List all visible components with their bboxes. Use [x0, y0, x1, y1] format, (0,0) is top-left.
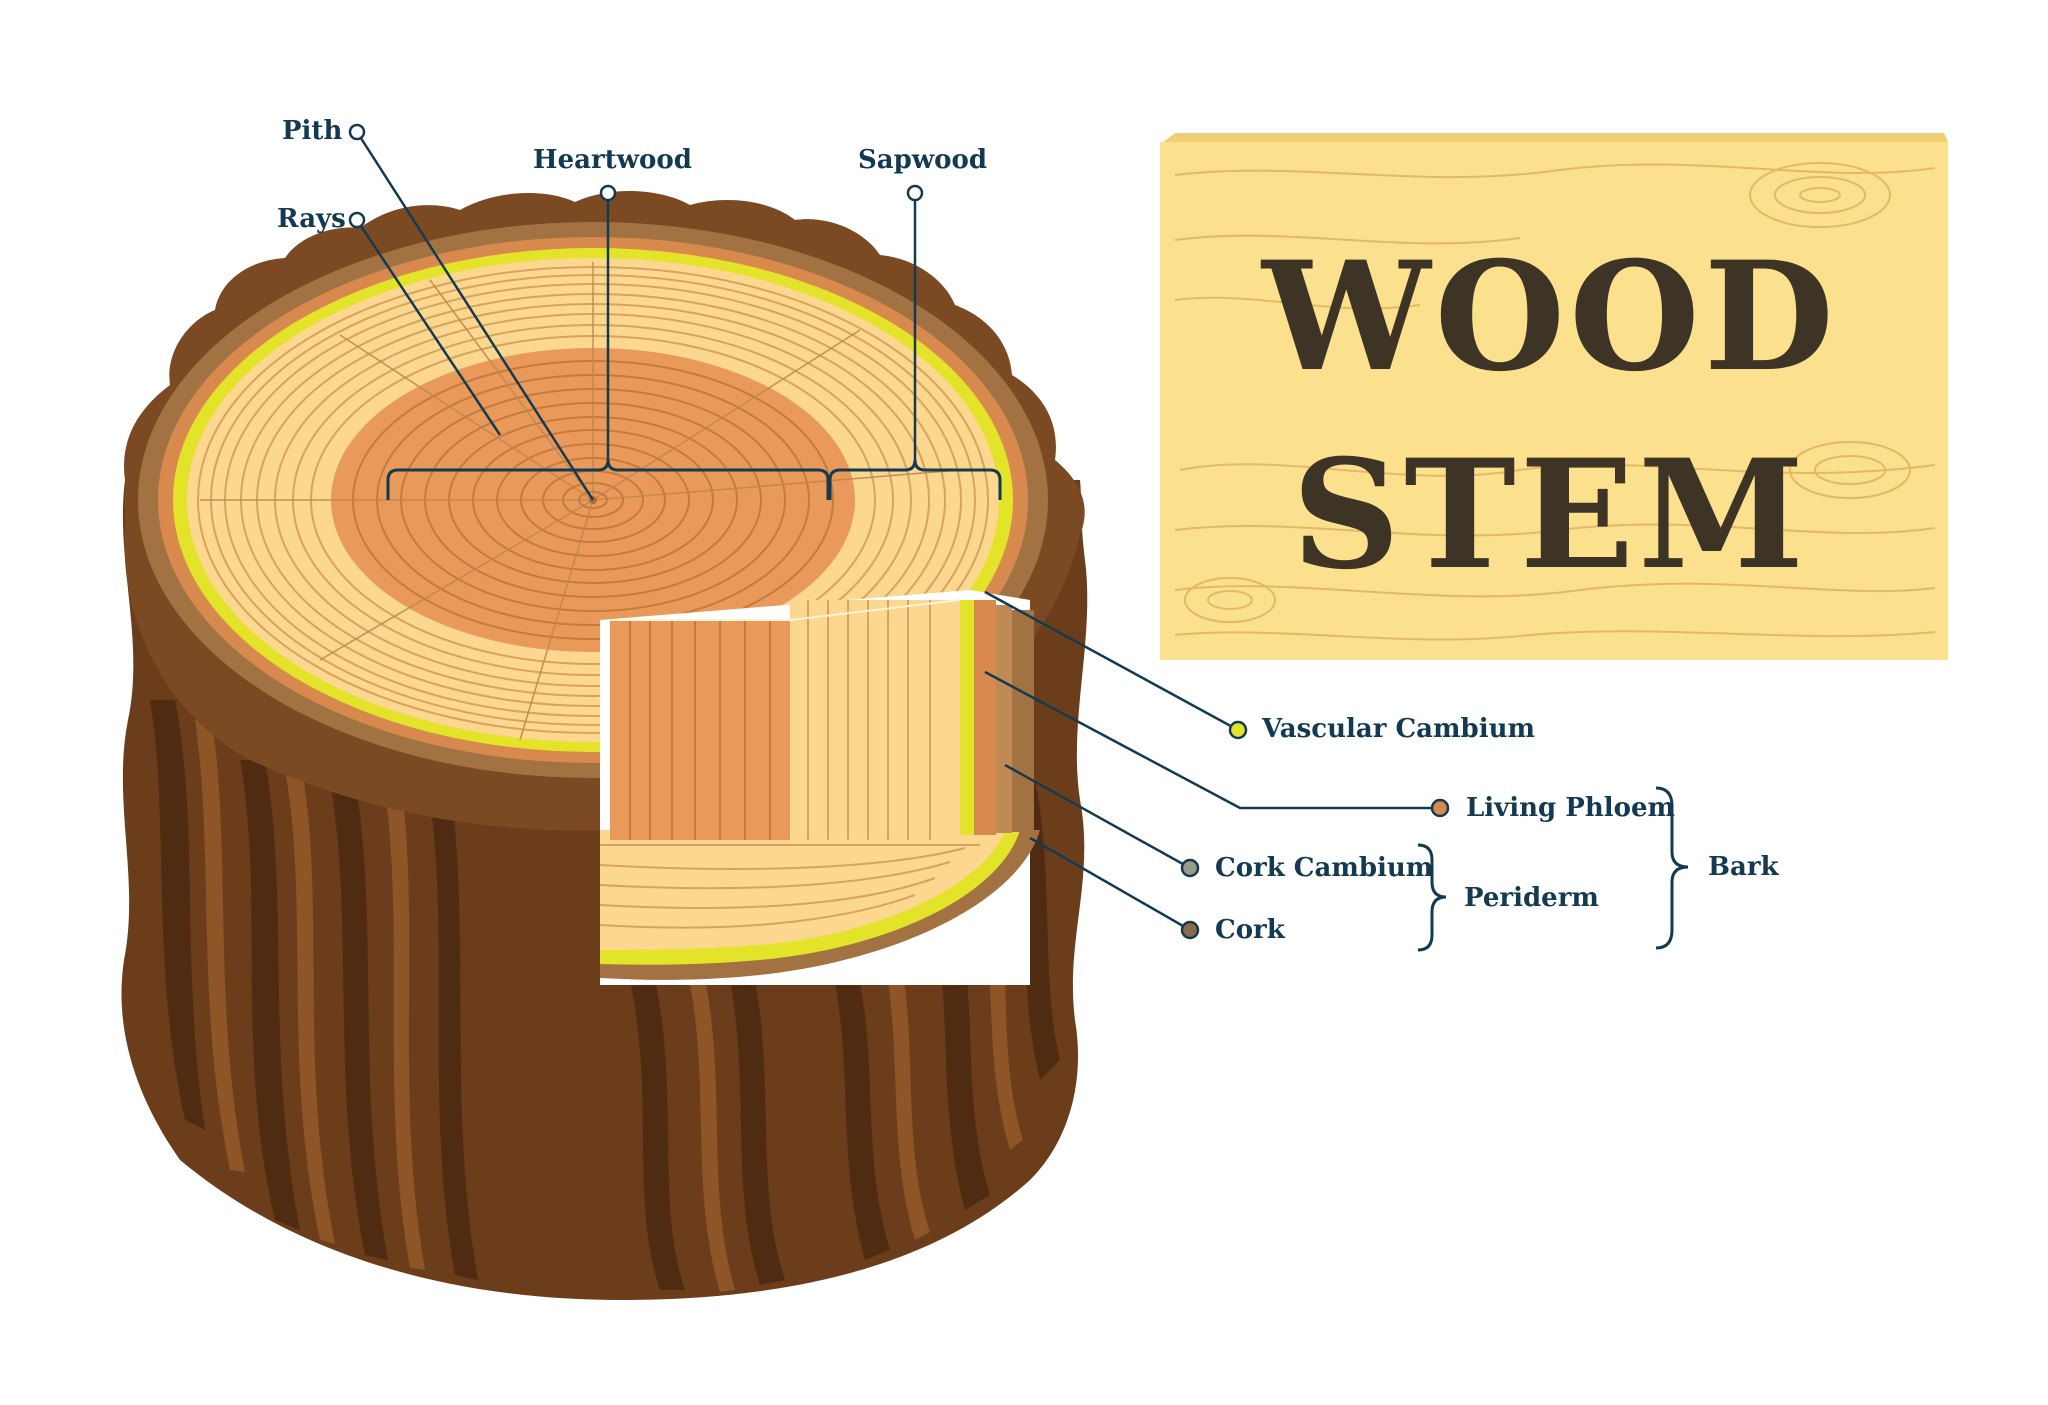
cut-face-cork-cambium [996, 605, 1012, 833]
title-board-grain [1174, 162, 1936, 641]
label-rays: Rays [277, 204, 346, 234]
title-line-1: WOOD [1262, 229, 1838, 405]
living-phloem-marker [1430, 798, 1450, 818]
cork-cambium-leader [1004, 763, 1191, 870]
title-board-face [1160, 142, 1948, 660]
bark-bracket [1655, 786, 1689, 950]
sapwood-marker [906, 184, 924, 202]
pith-marker [348, 123, 366, 141]
ray-lines [200, 262, 961, 741]
cut-face-cork [1012, 610, 1034, 832]
cut-face-sapwood [790, 600, 960, 840]
rays-leader [355, 219, 502, 436]
cut-face-living-phloem [974, 600, 996, 835]
vascular-cambium-leader [984, 590, 1239, 732]
cut-face-heartwood [610, 620, 790, 840]
title-board [1160, 133, 1948, 660]
cork-cambium-marker [1180, 858, 1200, 878]
title-board-top-edge [1163, 133, 1948, 142]
label-markers [348, 123, 1450, 940]
pith-leader [355, 131, 595, 501]
cutaway-section [599, 590, 1040, 985]
periderm-bracket [1417, 843, 1447, 952]
label-living-phloem: Living Phloem [1466, 793, 1676, 823]
cut-face-sapwood-lines [807, 600, 931, 840]
label-cork-cambium: Cork Cambium [1215, 853, 1434, 883]
cut-face-vascular-cambium [960, 600, 974, 835]
trunk-light-streaks [195, 720, 1023, 1292]
cork-marker [1180, 920, 1200, 940]
label-periderm: Periderm [1464, 883, 1599, 913]
label-vascular-cambium: Vascular Cambium [1262, 714, 1535, 744]
rays-marker [348, 211, 366, 229]
cut-top-edge [610, 599, 961, 621]
label-sapwood: Sapwood [858, 145, 988, 175]
label-heartwood: Heartwood [533, 145, 692, 175]
leader-lines [355, 131, 1440, 932]
heartwood-marker [599, 184, 617, 202]
label-pith: Pith [282, 116, 343, 146]
cork-leader [1029, 836, 1191, 932]
label-cork: Cork [1215, 915, 1285, 945]
living-phloem-leader [984, 670, 1440, 810]
right-brackets [1417, 786, 1689, 952]
title-line-2: STEM [1291, 427, 1809, 603]
vascular-cambium-marker [1228, 720, 1248, 740]
cutaway-lower-rings [599, 844, 980, 929]
label-bark: Bark [1708, 852, 1779, 882]
cut-face-heartwood-lines [629, 620, 771, 840]
